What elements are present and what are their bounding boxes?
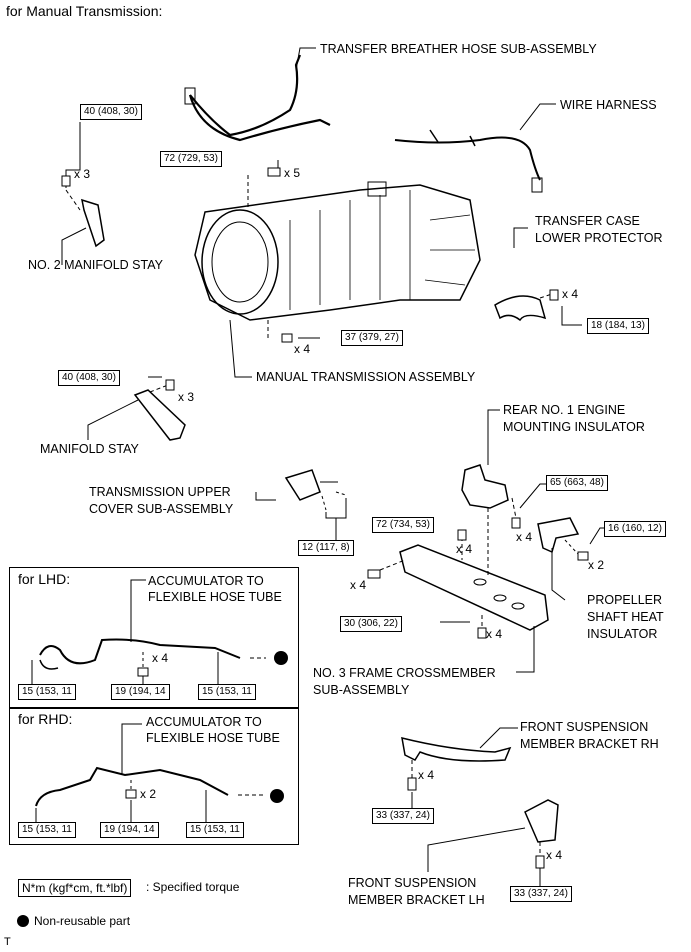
label-rear-mount-line1: REAR NO. 1 ENGINE	[503, 403, 626, 417]
rhd-panel-title: for RHD:	[18, 711, 73, 727]
legend-torque-box: N*m (kgf*cm, ft.*lbf)	[18, 879, 132, 897]
nut-icon	[125, 789, 137, 799]
label-crossmember-line1: NO. 3 FRAME CROSSMEMBER	[313, 666, 496, 680]
multiplier: x 4	[486, 627, 503, 641]
torque-box: 40 (408, 30)	[80, 104, 142, 120]
torque-box: 72 (729, 53)	[160, 151, 222, 167]
label-wire-harness: WIRE HARNESS	[560, 98, 657, 112]
torque-box: 33 (337, 24)	[372, 808, 434, 824]
label-prop-shaft-line1: PROPELLER	[587, 593, 663, 607]
rhd-label-line2: FLEXIBLE HOSE TUBE	[146, 731, 280, 745]
bolt-icon	[457, 529, 467, 541]
multiplier: x 4	[516, 530, 533, 544]
label-transfer-breather-hose: TRANSFER BREATHER HOSE SUB-ASSEMBLY	[320, 42, 597, 56]
multiplier: x 5	[284, 166, 301, 180]
rhd-torque-right: 15 (153, 11	[186, 822, 244, 838]
label-upper-cover-line2: COVER SUB-ASSEMBLY	[89, 502, 234, 516]
rhd-nonreusable-mark	[270, 789, 284, 803]
label-crossmember-line2: SUB-ASSEMBLY	[313, 683, 410, 697]
lhd-panel	[9, 567, 299, 709]
label-no2-manifold-stay: NO. 2 MANIFOLD STAY	[28, 258, 163, 272]
label-front-susp-lh-line2: MEMBER BRACKET LH	[348, 893, 485, 907]
nut-icon	[137, 667, 149, 677]
lhd-torque-left: 15 (153, 11	[18, 684, 76, 700]
label-manifold-stay: MANIFOLD STAY	[40, 442, 139, 456]
multiplier: x 4	[418, 768, 435, 782]
torque-box: 37 (379, 27)	[341, 330, 403, 346]
label-transfer-case-protector-line1: TRANSFER CASE	[535, 214, 640, 228]
label-prop-shaft-line2: SHAFT HEAT	[587, 610, 664, 624]
bolt-icon	[165, 379, 175, 391]
label-rear-mount-line2: MOUNTING INSULATOR	[503, 420, 645, 434]
rhd-multiplier: x 2	[140, 787, 157, 801]
label-manual-transmission-assembly: MANUAL TRANSMISSION ASSEMBLY	[256, 370, 476, 384]
multiplier: x 4	[562, 287, 579, 301]
bolt-icon	[577, 551, 589, 561]
lhd-label-line2: FLEXIBLE HOSE TUBE	[148, 590, 282, 604]
rhd-label-line1: ACCUMULATOR TO	[146, 715, 262, 729]
bolt-icon	[367, 569, 381, 579]
label-front-susp-rh-line2: MEMBER BRACKET RH	[520, 737, 659, 751]
multiplier: x 2	[588, 558, 605, 572]
multiplier: x 4	[294, 342, 311, 356]
bolt-icon	[281, 333, 293, 343]
torque-box: 65 (663, 48)	[546, 475, 608, 491]
label-prop-shaft-line3: INSULATOR	[587, 627, 658, 641]
bolt-icon	[511, 517, 521, 529]
label-upper-cover-line1: TRANSMISSION UPPER	[89, 485, 231, 499]
bolt-icon	[61, 175, 71, 187]
lhd-torque-right: 15 (153, 11	[198, 684, 256, 700]
legend-nonreusable-text: Non-reusable part	[34, 914, 131, 928]
label-transfer-case-protector-line2: LOWER PROTECTOR	[535, 231, 663, 245]
rhd-torque-mid: 19 (194, 14	[100, 822, 159, 838]
torque-box: 12 (117, 8)	[298, 540, 354, 556]
diagram-heading: for Manual Transmission:	[6, 3, 163, 19]
multiplier: x 3	[178, 390, 195, 404]
multiplier: x 4	[456, 542, 473, 556]
bolt-icon	[535, 855, 545, 869]
torque-box: 72 (734, 53)	[372, 517, 434, 533]
footer-mark: T	[4, 936, 11, 948]
legend-nonreusable-mark	[17, 915, 29, 927]
rhd-panel	[9, 707, 299, 845]
lhd-label-line1: ACCUMULATOR TO	[148, 574, 264, 588]
torque-box: 18 (184, 13)	[587, 318, 649, 334]
label-front-susp-rh-line1: FRONT SUSPENSION	[520, 720, 649, 734]
lhd-torque-mid: 19 (194, 14	[111, 684, 170, 700]
lhd-nonreusable-mark	[274, 651, 288, 665]
bolt-icon	[549, 289, 559, 301]
torque-box: 40 (408, 30)	[58, 370, 120, 386]
multiplier: x 3	[74, 167, 91, 181]
torque-box: 16 (160, 12)	[604, 521, 666, 537]
multiplier: x 4	[350, 578, 367, 592]
bolt-icon	[477, 627, 487, 639]
bolt-icon	[407, 777, 417, 791]
torque-box: 30 (306, 22)	[340, 616, 402, 632]
lhd-multiplier: x 4	[152, 651, 169, 665]
torque-box: 33 (337, 24)	[510, 886, 572, 902]
multiplier: x 4	[546, 848, 563, 862]
legend-torque-text: : Specified torque	[146, 880, 240, 894]
bolt-icon	[267, 167, 281, 177]
rhd-torque-left: 15 (153, 11	[18, 822, 76, 838]
lhd-panel-title: for LHD:	[18, 571, 71, 587]
label-front-susp-lh-line1: FRONT SUSPENSION	[348, 876, 477, 890]
